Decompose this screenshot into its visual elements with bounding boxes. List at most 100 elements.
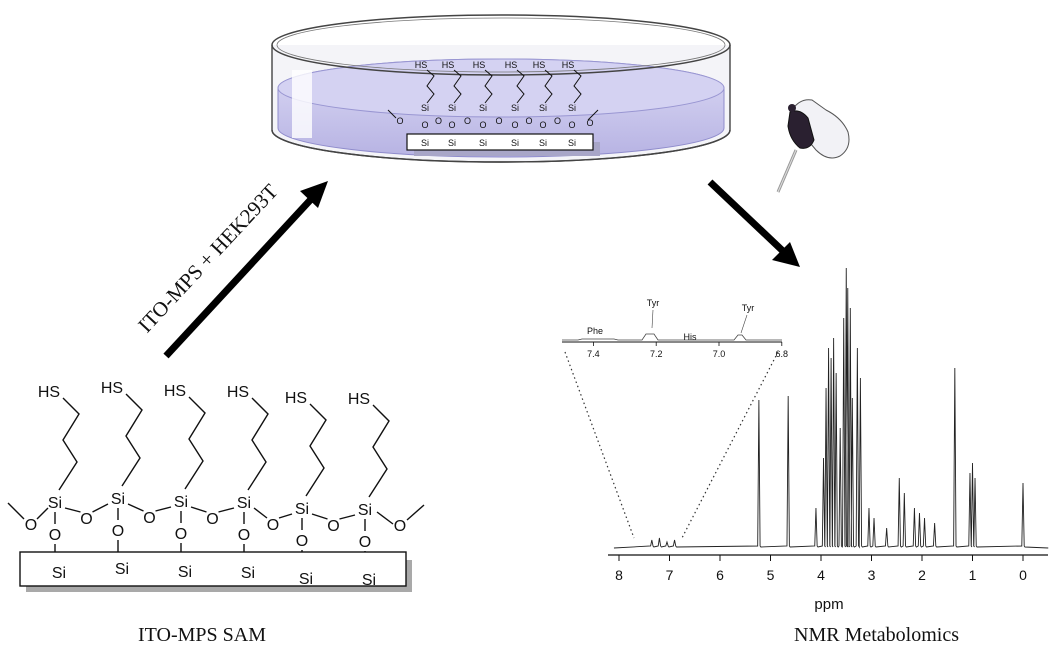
zoom-line-right bbox=[681, 351, 779, 539]
oxygen-label: O bbox=[396, 116, 403, 126]
x-tick-label: 6 bbox=[716, 567, 724, 583]
x-tick-label: 0 bbox=[1019, 567, 1027, 583]
thiol-label: HS bbox=[533, 60, 546, 70]
substrate-silicon-label: Si bbox=[511, 138, 519, 148]
thiol-label: HS bbox=[415, 60, 428, 70]
thiol-label: HS bbox=[442, 60, 455, 70]
inset-label-his: His bbox=[684, 332, 697, 342]
silicon-label: Si bbox=[448, 103, 456, 113]
silicon-label: Si bbox=[539, 103, 547, 113]
silicon-label: Si bbox=[511, 103, 519, 113]
propyl-chain bbox=[453, 69, 462, 104]
substrate bbox=[19, 551, 407, 587]
propyl-chain bbox=[184, 396, 206, 490]
glass-highlight bbox=[292, 70, 312, 138]
oxygen-label: O bbox=[479, 120, 486, 130]
oxygen-label: O bbox=[448, 120, 455, 130]
substrate-silicon-label: Si bbox=[539, 138, 547, 148]
oxygen-label: O bbox=[394, 518, 406, 535]
propyl-chain bbox=[121, 393, 143, 487]
substrate-silicon-label: Si bbox=[479, 138, 487, 148]
substrate-silicon-label: Si bbox=[299, 571, 313, 588]
oxygen-label: O bbox=[296, 533, 308, 550]
oxygen-label: O bbox=[464, 116, 471, 126]
inset-tick-label: 7.2 bbox=[650, 349, 663, 359]
oxygen-label: O bbox=[49, 527, 61, 544]
oxygen-label: O bbox=[25, 517, 37, 534]
silicon-label: Si bbox=[568, 103, 576, 113]
propyl-chain bbox=[58, 397, 80, 491]
pipette-icon bbox=[776, 99, 850, 193]
substrate-silicon-label: Si bbox=[241, 565, 255, 582]
inset-label-tyr-2: Tyr bbox=[742, 303, 755, 313]
silicon-label: Si bbox=[174, 494, 188, 511]
oxygen-label: O bbox=[525, 116, 532, 126]
propyl-chain bbox=[247, 397, 269, 491]
inset-label-tyr-1: Tyr bbox=[647, 298, 660, 308]
inset-tick-label: 6.8 bbox=[776, 349, 789, 359]
substrate-silicon-label: Si bbox=[52, 565, 66, 582]
thiol-label: HS bbox=[38, 384, 60, 401]
oxygen-label: O bbox=[359, 534, 371, 551]
oxygen-label: O bbox=[435, 116, 442, 126]
thiol-label: HS bbox=[101, 380, 123, 397]
oxygen-label: O bbox=[539, 120, 546, 130]
oxygen-label: O bbox=[175, 526, 187, 543]
thiol-label: HS bbox=[348, 391, 370, 408]
x-tick-label: 4 bbox=[817, 567, 825, 583]
mini-substrate bbox=[406, 133, 594, 151]
oxygen-label: O bbox=[267, 517, 279, 534]
oxygen-label: O bbox=[80, 511, 92, 528]
inset-trace bbox=[562, 333, 782, 341]
silicon-label: Si bbox=[111, 491, 125, 508]
caption-left: ITO-MPS SAM bbox=[138, 624, 266, 646]
spectrum-trace bbox=[613, 267, 1049, 549]
substrate-silicon-label: Si bbox=[448, 138, 456, 148]
nmr-inset: 7.4 7.2 7.0 6.8 Phe Tyr His Tyr bbox=[562, 298, 788, 359]
arrow-right bbox=[707, 179, 800, 267]
propyl-chain bbox=[305, 403, 327, 497]
silicon-label: Si bbox=[295, 501, 309, 518]
oxygen-label: O bbox=[421, 120, 428, 130]
caption-right: NMR Metabolomics bbox=[794, 624, 959, 646]
inset-tick-label: 7.4 bbox=[587, 349, 600, 359]
arrow-left bbox=[163, 181, 328, 359]
oxygen-label: O bbox=[495, 116, 502, 126]
thiol-label: HS bbox=[227, 384, 249, 401]
substrate-silicon-label: Si bbox=[362, 572, 376, 589]
inset-label-phe: Phe bbox=[587, 326, 603, 336]
substrate-silicon-label: Si bbox=[115, 561, 129, 578]
inset-ticks: 7.4 7.2 7.0 6.8 bbox=[587, 342, 788, 359]
propyl-chain bbox=[516, 69, 525, 104]
silicon-label: Si bbox=[421, 103, 429, 113]
x-tick-label: 7 bbox=[666, 567, 674, 583]
silicon-label: Si bbox=[48, 495, 62, 512]
substrate-silicon-label: Si bbox=[421, 138, 429, 148]
propyl-chain bbox=[573, 69, 582, 104]
x-tick-label: 8 bbox=[615, 567, 623, 583]
oxygen-label: O bbox=[586, 118, 593, 128]
propyl-chain bbox=[484, 69, 493, 104]
oxygen-label: O bbox=[112, 523, 124, 540]
oxygen-label: O bbox=[206, 511, 218, 528]
x-tick-label: 5 bbox=[767, 567, 775, 583]
zoom-line-left bbox=[564, 351, 635, 539]
x-tick-label: 1 bbox=[969, 567, 977, 583]
oxygen-label: O bbox=[327, 518, 339, 535]
oxygen-label: O bbox=[568, 120, 575, 130]
oxygen-label: O bbox=[238, 527, 250, 544]
oxygen-label: O bbox=[511, 120, 518, 130]
propyl-chain bbox=[368, 404, 390, 498]
silicon-label: Si bbox=[358, 502, 372, 519]
oxygen-label: O bbox=[143, 510, 155, 527]
thiol-label: HS bbox=[473, 60, 486, 70]
inset-tick-label: 7.0 bbox=[713, 349, 726, 359]
x-tick-label: 2 bbox=[918, 567, 926, 583]
thiol-label: HS bbox=[505, 60, 518, 70]
substrate-silicon-label: Si bbox=[178, 564, 192, 581]
